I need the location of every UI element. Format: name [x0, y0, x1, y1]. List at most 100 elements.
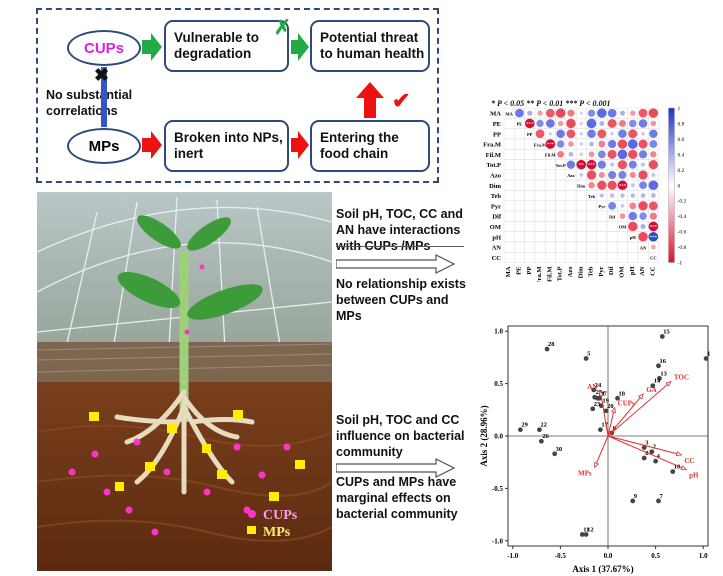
matrix-cell: [524, 251, 536, 263]
matrix-cell: [555, 200, 567, 212]
corr-circle: [629, 202, 637, 210]
colorbar-tick: -0.8: [678, 245, 687, 251]
matrix-cell: [514, 159, 525, 171]
corr-circle: [638, 201, 648, 211]
sample-point: [591, 387, 597, 393]
x-tick-label: 0.5: [651, 552, 660, 560]
vector-arrowhead: [611, 406, 617, 414]
vector-label: CUPs: [618, 400, 635, 408]
sample-label: 17: [601, 422, 608, 429]
correlation-matrix: MAPEPPFra.MFil.MTot.PAzoDimTebPyrDifOMpH…: [483, 106, 687, 283]
sample-point: [641, 445, 647, 450]
matrix-cell: [524, 200, 536, 212]
matrix-cell: [586, 221, 597, 232]
mps-legend-square: [247, 526, 256, 534]
row-label: PP: [493, 131, 501, 138]
corr-circle: [555, 108, 566, 118]
env-vector: [607, 435, 687, 470]
significance-stars: ***: [650, 225, 658, 230]
corr-circle: [651, 172, 656, 177]
corr-circle: [648, 201, 658, 211]
x-axis-label: Axis 1 (37.67%): [572, 564, 633, 574]
row-label: CC: [492, 255, 502, 262]
corr-circle: [649, 212, 657, 220]
mps-legend-label: MPs: [263, 525, 291, 540]
arrow-right-bottom: [336, 458, 456, 478]
significance-legend: * P < 0.05 ** P < 0.01 *** P < 0.001: [491, 99, 611, 108]
sample-label: 25: [596, 389, 603, 396]
sample-label: 15: [663, 328, 670, 335]
sample-label: 24: [595, 382, 602, 389]
env-vector: [599, 390, 609, 437]
corr-circle: [566, 129, 576, 139]
corr-circle: [597, 150, 606, 159]
corr-circle: [620, 204, 625, 208]
matrix-cell: [503, 118, 515, 129]
corr-circle: [628, 149, 638, 159]
corr-circle: [545, 108, 555, 118]
x-tick-label: 1.0: [699, 552, 708, 560]
col-label: pH: [629, 267, 636, 276]
corr-circle: [628, 119, 637, 128]
matrix-cell: [503, 200, 515, 212]
corr-circle: [618, 129, 627, 138]
row-label: OM: [490, 224, 501, 231]
sample-label: 26: [542, 433, 549, 440]
matrix-cell: [606, 231, 618, 243]
row-label: pH: [492, 234, 501, 241]
vector-arrowhead: [675, 451, 683, 457]
col-label: Azo: [567, 267, 574, 278]
matrix-cell: [555, 251, 567, 263]
matrix-cell: [565, 221, 577, 232]
col-label: Pyr: [598, 266, 605, 276]
corr-circle: [556, 129, 565, 139]
col-label: CC: [649, 266, 656, 276]
matrix-cell: [627, 251, 639, 263]
corr-circle: [638, 139, 648, 149]
corr-circle: [599, 193, 604, 198]
plant: [114, 215, 263, 495]
sample-point: [630, 498, 636, 504]
sample-point: [670, 469, 676, 475]
sample-point: [703, 356, 709, 361]
diag-label: Fra.M: [534, 142, 547, 147]
corr-circle: [618, 119, 626, 127]
corr-circle: [650, 120, 657, 127]
corr-circle: [536, 119, 544, 128]
mps-particles: [89, 410, 305, 501]
arrow-right-top: [336, 254, 456, 274]
row-label: AN: [492, 245, 502, 252]
corr-circle: [640, 223, 646, 230]
matrix-cell: [555, 179, 567, 191]
corr-circle: [607, 180, 617, 190]
corr-circle: [556, 140, 565, 148]
vector-label: AN: [587, 383, 597, 391]
col-label: Fra.M: [536, 267, 543, 283]
matrix-cell: [544, 200, 556, 212]
corr-circle: [650, 193, 656, 198]
corr-circle: [649, 129, 658, 138]
cups-legend-label: CUPs: [263, 508, 298, 523]
corr-circle: [587, 109, 596, 117]
diag-label: Azo: [567, 173, 575, 178]
summary-flow-box: CUPs MPs Vulnerable to degradation Poten…: [36, 8, 439, 183]
corr-circle: [628, 221, 638, 232]
row-label: Azo: [490, 173, 501, 180]
row-label: Pyr: [491, 203, 501, 210]
x-tick-label: -0.5: [555, 552, 567, 560]
diag-label: pH: [630, 235, 637, 240]
matrix-cell: [524, 179, 536, 191]
corr-circle: [586, 118, 597, 129]
colorbar-tick: 0: [678, 183, 681, 189]
corr-circle: [597, 160, 606, 169]
sample-label: 12: [587, 526, 594, 533]
colorbar-tick: 0.4: [678, 152, 685, 158]
corr-circle: [629, 171, 636, 179]
col-label: MA: [505, 266, 512, 277]
y-tick-label: -0.5: [492, 485, 504, 493]
finding-top-2: No relationship exists between CUPs and …: [336, 277, 466, 323]
corr-circle: [579, 111, 583, 115]
sample-point: [583, 532, 589, 537]
matrix-cell: [503, 159, 515, 171]
corr-circle: [648, 180, 659, 191]
